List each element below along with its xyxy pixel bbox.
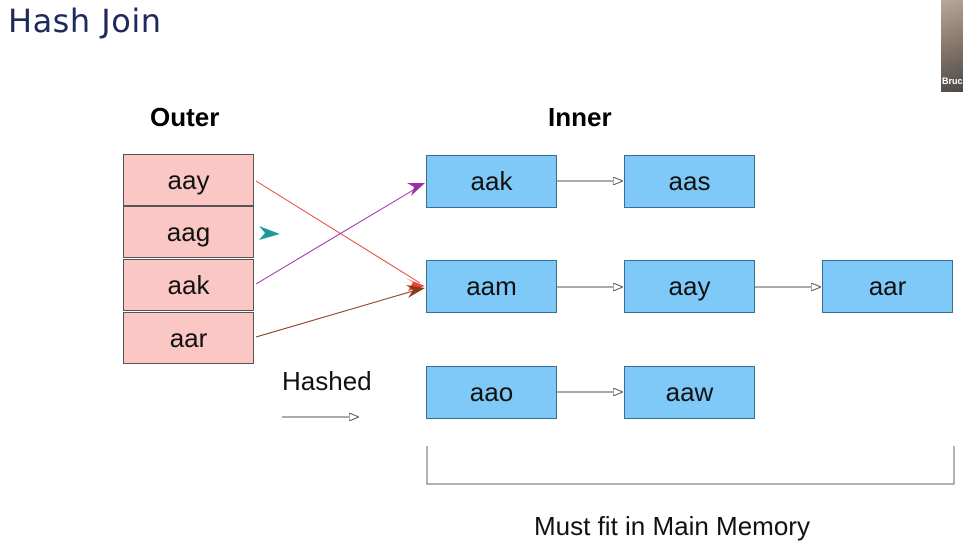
- inner-heading: Inner: [548, 102, 612, 132]
- main-memory-bracket: [426, 446, 955, 485]
- bucket-3-entry-2: aaw: [624, 366, 755, 419]
- bucket-2-entry-1: aam: [426, 260, 557, 313]
- probe-arrowhead-aar: [406, 285, 425, 298]
- probe-arrowhead-aag: [259, 226, 280, 240]
- webcam-thumbnail: Bruc: [941, 0, 963, 92]
- webcam-name-label: Bruc: [942, 76, 963, 86]
- outer-cell-4: aar: [123, 312, 254, 364]
- hashed-legend-label: Hashed: [282, 366, 372, 396]
- memory-note: Must fit in Main Memory: [534, 511, 810, 541]
- probe-arrow-aar: [255, 288, 421, 338]
- outer-heading: Outer: [150, 102, 220, 132]
- bucket-1-entry-1: aak: [426, 155, 557, 208]
- bucket-2-entry-3: aar: [822, 260, 953, 313]
- probe-arrow-aay: [255, 180, 421, 284]
- probe-arrow-aak: [255, 185, 421, 285]
- slide-title: Hash Join: [8, 2, 162, 40]
- probe-arrowhead-aak: [407, 183, 425, 196]
- outer-cell-3: aak: [123, 259, 254, 311]
- bucket-1-entry-2: aas: [624, 155, 755, 208]
- bucket-3-entry-1: aao: [426, 366, 557, 419]
- bucket-2-entry-2: aay: [624, 260, 755, 313]
- outer-cell-2: aag: [123, 206, 254, 258]
- outer-cell-1: aay: [123, 154, 254, 206]
